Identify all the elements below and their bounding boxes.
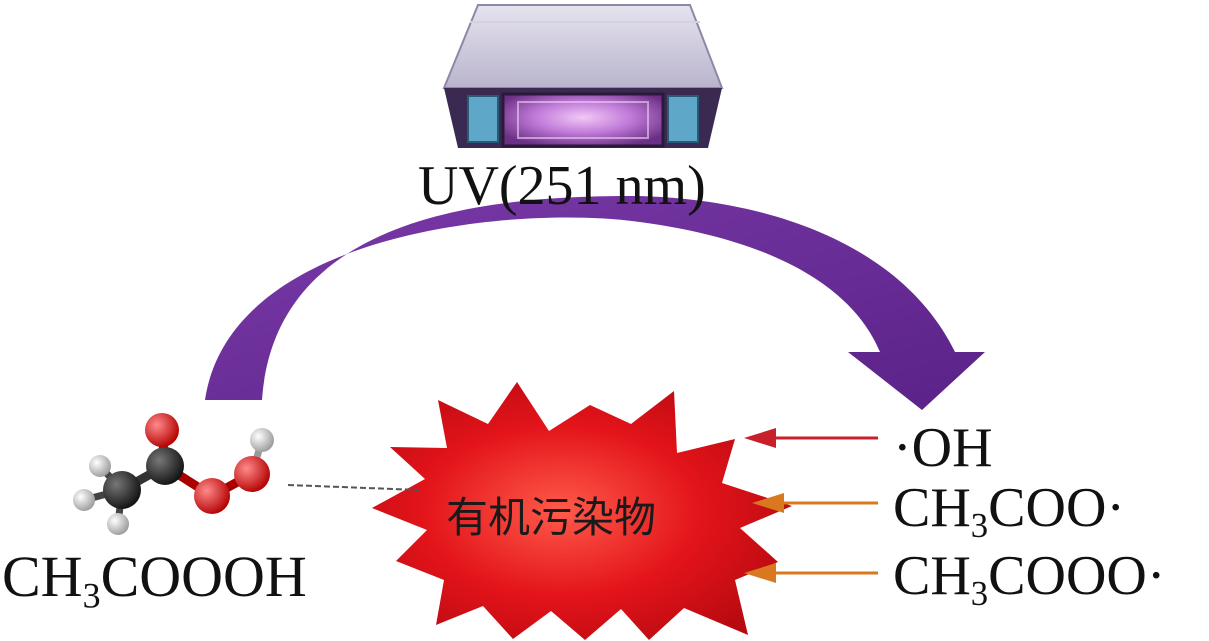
radical-arrow-ch3coo: [752, 493, 878, 513]
organic-pollutant-label: 有机污染物: [446, 493, 657, 542]
formula-part: COO·: [988, 477, 1126, 539]
peracetic-acid-molecule-icon: [73, 413, 274, 535]
radical-ch3coo-label: CH3COO·: [893, 480, 1125, 544]
uv-lamp-label: UV(251 nm): [418, 155, 706, 217]
pollutant-burst: [372, 382, 792, 640]
formula-part: CH: [2, 544, 83, 609]
formula-part: COOOH: [100, 544, 307, 609]
precursor-formula: CH3COOOH: [2, 548, 307, 614]
molecule-connector-line: [287, 484, 421, 491]
formula-subscript: 3: [970, 506, 989, 546]
formula-part: ·OH: [893, 417, 993, 479]
formula-subscript: 3: [970, 574, 989, 614]
radical-arrow-ch3cooo: [744, 563, 878, 583]
formula-subscript: 3: [82, 575, 101, 616]
radical-arrow-oh: [744, 428, 878, 448]
formula-part: COOO·: [988, 545, 1166, 607]
reaction-arc-arrow: [205, 196, 985, 410]
formula-part: CH: [893, 477, 971, 539]
radical-ch3cooo-label: CH3COOO·: [893, 548, 1165, 612]
radical-oh-label: ·OH: [893, 420, 993, 476]
uv-lamp-icon: [442, 4, 724, 148]
formula-part: CH: [893, 545, 971, 607]
